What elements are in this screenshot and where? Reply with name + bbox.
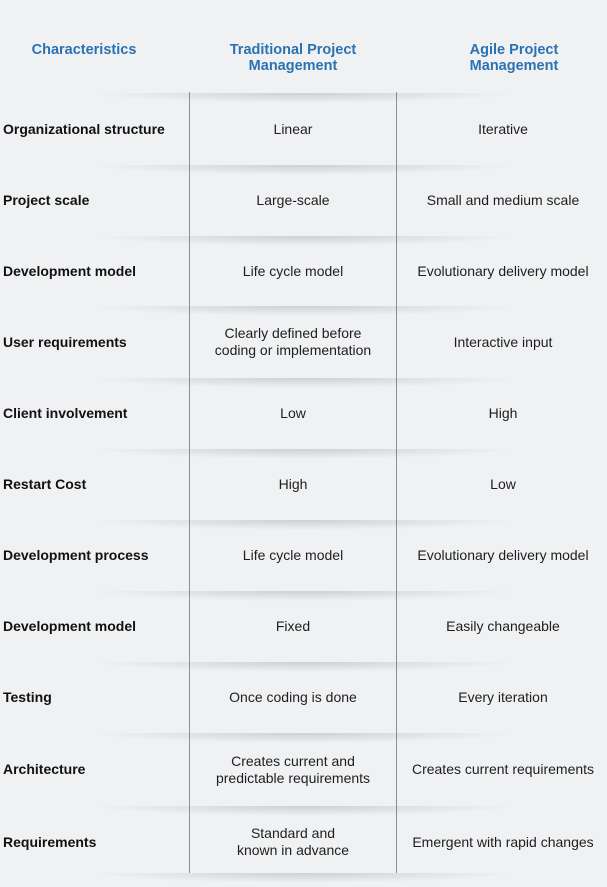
- agile-value: Easily changeable: [446, 618, 560, 634]
- row-label: Client involvement: [3, 405, 128, 421]
- table-row: Development process Life cycle model Evolu…: [0, 520, 607, 591]
- traditional-value: Clearly defined before coding or impleme…: [214, 325, 372, 358]
- agile-value: Creates current requirements: [411, 761, 595, 777]
- row-label: Requirements: [3, 833, 97, 850]
- agile-value: Evolutionary delivery model: [417, 547, 589, 563]
- agile-value: High: [488, 405, 518, 421]
- traditional-value: Standard and known in advance: [236, 825, 350, 858]
- agile-value: Small and medium scale: [426, 192, 580, 208]
- traditional-value: Creates current and predictable requirem…: [215, 752, 371, 786]
- row-label: Architecture: [3, 761, 86, 777]
- table-row: Development model Fixed Easily changeable: [0, 591, 607, 662]
- table-row: Architecture Creates current and predicta…: [0, 733, 607, 806]
- agile-value: Every iteration: [458, 689, 548, 705]
- row-label: Development process: [3, 547, 149, 563]
- column-divider: [396, 92, 397, 873]
- traditional-value: Fixed: [275, 618, 311, 634]
- row-label: Development model: [3, 262, 137, 279]
- traditional-value: Once coding is done: [229, 689, 357, 705]
- row-label: Organizational structure: [3, 120, 165, 137]
- agile-value: Evolutionary delivery model: [417, 262, 589, 279]
- column-divider: [189, 92, 190, 873]
- table-row: Client involvement Low High: [0, 378, 607, 449]
- row-label: Project scale: [3, 192, 90, 208]
- table-row: Project scale Large-scale Small and medium…: [0, 165, 607, 236]
- table-row: Development model Life cycle model Evoluti…: [0, 236, 607, 306]
- agile-value: Interactive input: [453, 333, 553, 350]
- header-traditional: Traditional Project Management: [229, 42, 357, 74]
- traditional-value: Large-scale: [256, 192, 330, 208]
- row-label: Restart Cost: [3, 476, 87, 492]
- traditional-value: Linear: [273, 120, 313, 137]
- header-characteristics: Characteristics: [31, 42, 137, 58]
- row-label: Testing: [3, 689, 52, 705]
- table-row: Requirements Standard and known in advanc…: [0, 806, 607, 878]
- table-row: User requirements Clearly defined before …: [0, 306, 607, 378]
- traditional-value: Low: [280, 405, 306, 421]
- table-row: Testing Once coding is done Every iteratio…: [0, 662, 607, 733]
- traditional-value: Life cycle model: [242, 547, 344, 563]
- header-agile: Agile Project Management: [469, 42, 559, 74]
- traditional-value: High: [278, 476, 308, 492]
- table-row: Organizational structure Linear Iterative: [0, 93, 607, 165]
- agile-value: Iterative: [478, 120, 528, 137]
- agile-value: Emergent with rapid changes: [412, 833, 594, 850]
- header-row: Characteristics Traditional Project Mana…: [0, 0, 607, 92]
- row-label: Development model: [3, 618, 137, 634]
- agile-value: Low: [490, 476, 516, 492]
- row-label: User requirements: [3, 333, 127, 350]
- traditional-value: Life cycle model: [242, 262, 344, 279]
- table-row: Restart Cost High Low: [0, 449, 607, 520]
